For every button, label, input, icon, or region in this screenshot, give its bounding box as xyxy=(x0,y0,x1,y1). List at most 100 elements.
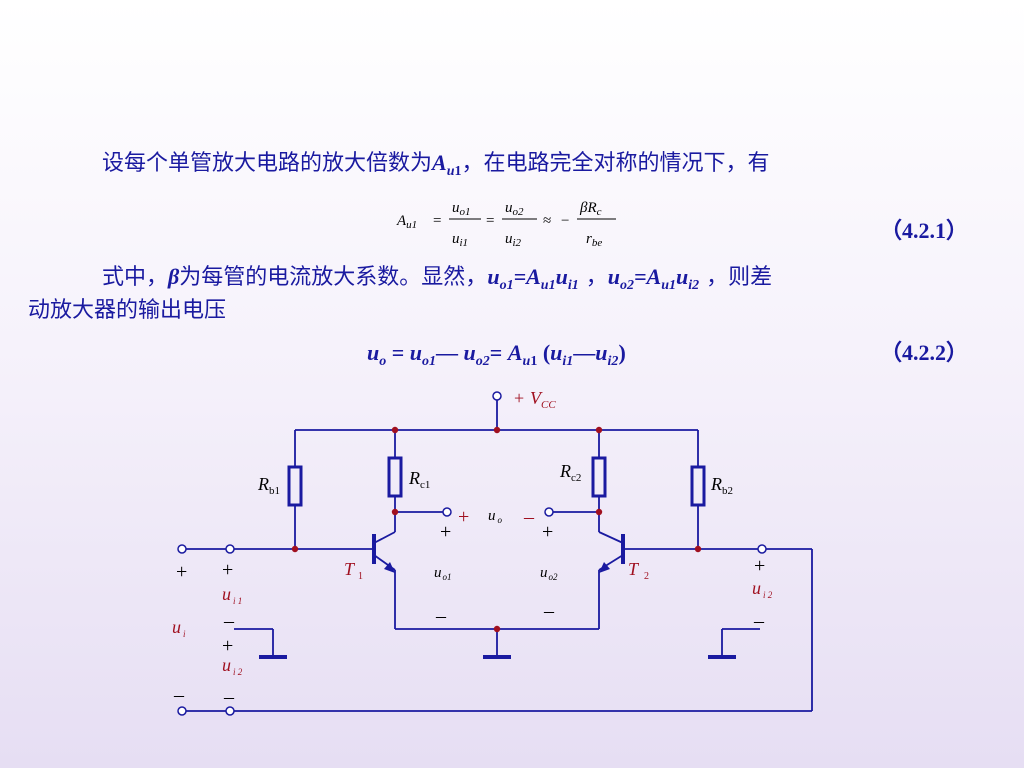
equation-4-2-1: Au1 = uo1 ui1 = uo2 ui2 ≈ − βRc rbe xyxy=(396,200,616,249)
eq2-uo2-sub: o2 xyxy=(475,354,490,370)
p2-au1b: =A xyxy=(633,264,662,289)
uo1-label: uo1 xyxy=(434,565,452,582)
eq1-approx: ≈ xyxy=(543,213,551,229)
p2-ui2-sub: i2 xyxy=(688,278,700,294)
p2-au1: =A xyxy=(513,264,541,289)
emitter-arrows xyxy=(384,562,610,573)
paragraph-2-line-2: 动放大器的输出电压 xyxy=(28,298,226,324)
p2-middle: 为每管的电流放大系数。显然， xyxy=(179,265,488,290)
t1-emitter-arrow-icon xyxy=(384,562,395,573)
rc2-label: Rc2 xyxy=(559,461,581,484)
resistor-rc1 xyxy=(387,456,403,498)
ui2r-minus-sign: – xyxy=(753,610,765,632)
eq2-au: A xyxy=(507,340,523,365)
p2-comma: ， xyxy=(578,265,608,290)
p2-uo1: u xyxy=(487,264,500,289)
uo2-plus-sign: + xyxy=(542,521,553,543)
uo-minus-terminal xyxy=(544,507,554,517)
p2-uo2-sub: o2 xyxy=(619,278,634,294)
ui2-plus-sign: + xyxy=(222,635,233,657)
equation-4-2-2-number: （4.2.2） xyxy=(880,340,968,367)
uo2-label: uo2 xyxy=(540,565,558,582)
eq2-ui1: u xyxy=(550,340,563,365)
vcc-terminal xyxy=(492,391,502,401)
polarity-marks: + – + + – – + + – + – – + – xyxy=(173,506,765,708)
uo1-minus-sign: – xyxy=(435,605,447,627)
rb1-label: Rb1 xyxy=(257,474,280,497)
eq1-lhs: Au1 xyxy=(396,213,417,231)
p2-ui2: u xyxy=(675,264,689,289)
resistor-rb1 xyxy=(287,465,303,507)
eq1-den3: rbe xyxy=(586,231,602,249)
p2-uo1-sub: o1 xyxy=(499,278,514,294)
paragraph-1-tail: ，在电路完全对称的情况下，有 xyxy=(461,151,770,176)
eq2-uo1-sub: o1 xyxy=(422,354,437,370)
au1-sub-1: 1 xyxy=(454,164,462,180)
vcc-plus-label: + xyxy=(514,388,524,408)
eq2-rparen: ) xyxy=(618,340,626,365)
junction-nodes xyxy=(291,426,702,633)
eq2-lparen: ( xyxy=(537,340,551,365)
eq2-ui2: u xyxy=(595,340,608,365)
uo1-plus-sign: + xyxy=(440,521,451,543)
ui1-minus-sign: – xyxy=(223,610,235,632)
ui2-right-terminal xyxy=(757,544,767,554)
paragraph-1-lead: 设每个单管放大电路的放大倍数为 xyxy=(102,151,433,176)
eq2-au-sub: u xyxy=(522,354,531,370)
uo2-minus-sign: – xyxy=(543,600,555,622)
ui1-plus-sign: + xyxy=(222,559,233,581)
vcc-label: VCC xyxy=(530,388,556,411)
p2-ui1-sub: i1 xyxy=(567,278,579,294)
eq2-au-sub2: 1 xyxy=(530,354,538,370)
resistor-rc2 xyxy=(591,456,607,498)
equation-4-2-2: uo = uo1— uo2= Au1 (ui1—ui2) xyxy=(367,340,626,371)
p2-au1-sub: u1 xyxy=(540,278,556,294)
eq1-den1: ui1 xyxy=(452,231,468,249)
ui-minus-terminal xyxy=(177,706,187,716)
p2-prefix: 式中， xyxy=(102,265,169,290)
eq1-num3: βRc xyxy=(579,200,602,218)
eq2-ui1-sub: i1 xyxy=(562,354,574,370)
rb2-label: Rb2 xyxy=(710,474,733,497)
p2-beta: β xyxy=(168,264,180,289)
eq2-number: （4.2.2） xyxy=(880,340,969,365)
eq2-uo-sub: o xyxy=(379,354,387,370)
eq2-uo1: u xyxy=(409,340,423,365)
au1-symbol: A xyxy=(432,150,447,175)
eq1-minus: − xyxy=(561,213,569,229)
eq2-ui2-sub: i2 xyxy=(607,354,619,370)
equation-4-2-1-number: （4.2.1） xyxy=(880,218,968,245)
ui-plus-terminal xyxy=(177,544,187,554)
paragraph-1: 设每个单管放大电路的放大倍数为Au1，在电路完全对称的情况下，有 xyxy=(102,150,770,181)
eq1-number: （4.2.1） xyxy=(880,218,969,243)
eq2-eq: = xyxy=(386,340,410,365)
p2-ui1: u xyxy=(555,264,568,289)
p2-suffix: ，则差 xyxy=(699,265,773,290)
eq1-eq-1: = xyxy=(433,213,441,229)
ui2r-plus-sign: + xyxy=(754,555,765,577)
ui-plus-sign: + xyxy=(176,561,187,583)
ui1-plus-terminal xyxy=(225,544,235,554)
eq2-uo: u xyxy=(367,340,380,365)
ui2-minus-sign: – xyxy=(223,686,235,708)
eq2-uo2: u xyxy=(463,340,476,365)
ui2-minus-terminal xyxy=(225,706,235,716)
eq1-den2: ui2 xyxy=(505,231,522,249)
paragraph-2-line-1: 式中，β为每管的电流放大系数。显然，uo1=Au1ui1 ，uo2=Au1ui2… xyxy=(102,264,772,295)
eq1-num2: uo2 xyxy=(505,200,524,218)
uo-plus-sign: + xyxy=(458,506,469,528)
au1-sub-u: u xyxy=(446,164,455,180)
eq1-eq-2: = xyxy=(486,213,494,229)
t2-emitter-arrow-icon xyxy=(599,562,610,573)
eq2-eq2: = xyxy=(489,340,508,365)
eq2-dash2: — xyxy=(573,340,596,365)
